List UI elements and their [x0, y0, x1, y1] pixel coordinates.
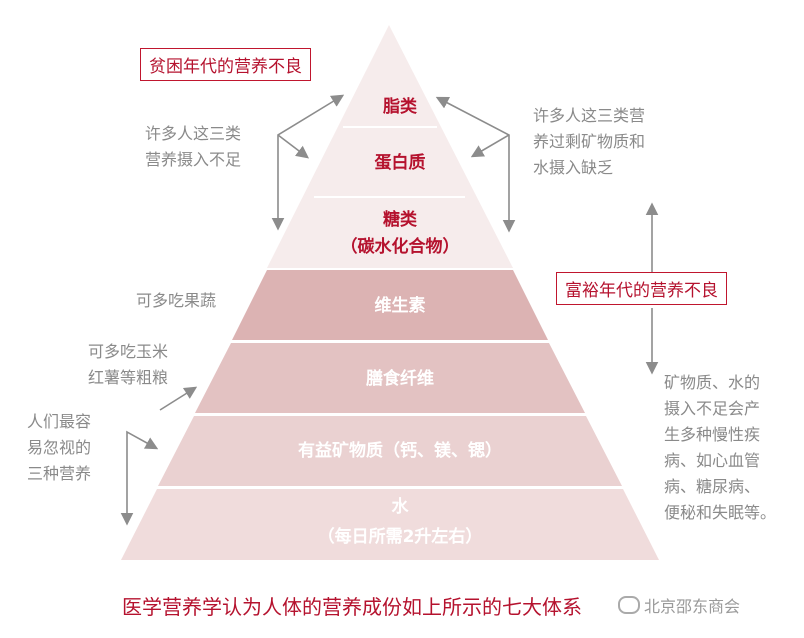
pyramid-band-fiber	[195, 343, 585, 413]
grain-note: 可多吃玉米 红薯等粗粮	[88, 339, 168, 391]
layer-sublabel-water-amount: （每日所需2升左右）	[317, 527, 483, 547]
mineral-note-line: 摄入不足会产	[664, 399, 761, 418]
neglect-bracket	[120, 430, 159, 526]
mineral-note-line: 矿物质、水的	[664, 373, 761, 392]
grain-note-line: 红薯等粗粮	[88, 368, 169, 387]
mineral-note-line: 病、糖尿病、	[664, 477, 761, 496]
neglect-note-line: 三种营养	[27, 464, 92, 483]
watermark-text: 北京邵东商会	[644, 597, 741, 616]
layer-label-water: 水	[391, 497, 409, 517]
pyramid-band-vitamins	[232, 270, 548, 340]
layer-label-sugar: 糖类	[383, 210, 417, 230]
poverty-note: 许多人这三类 营养摄入不足	[145, 121, 241, 173]
neglect-note: 人们最容 易忽视的 三种营养	[27, 409, 91, 487]
pyramid-band-minerals	[158, 416, 622, 486]
fruit-note: 可多吃果蔬	[136, 291, 217, 310]
poverty-note-line: 营养摄入不足	[145, 150, 242, 169]
layer-sublabel-carbohydrate: （碳水化合物）	[340, 237, 460, 257]
layer-label-minerals: 有益矿物质（钙、镁、锶）	[298, 441, 502, 461]
left-bracket-arrow	[277, 134, 310, 159]
layer-label-fat: 脂类	[383, 97, 417, 117]
grain-note-line: 可多吃玉米	[88, 342, 169, 361]
grain-arrow	[159, 386, 198, 411]
layer-label-vitamins: 维生素	[374, 296, 426, 316]
neglect-note-line: 人们最容	[27, 412, 92, 431]
wealth-note-line: 水摄入缺乏	[533, 158, 614, 177]
mineral-note-line: 生多种慢性疾	[664, 425, 761, 444]
poverty-note-line: 许多人这三类	[145, 124, 242, 143]
neglect-note-line: 易忽视的	[27, 438, 92, 457]
mineral-note-line: 病、如心血管	[664, 451, 761, 470]
wechat-icon	[618, 596, 640, 614]
right-bracket-arrow	[470, 134, 510, 158]
wealth-note: 许多人这三类营 养过剩矿物质和 水摄入缺乏	[533, 103, 645, 181]
layer-label-protein: 蛋白质	[374, 153, 426, 173]
figure-caption: 医学营养学认为人体的营养成份如上所示的七大体系	[122, 595, 582, 619]
wealth-note-line: 养过剩矿物质和	[533, 132, 646, 151]
pyramid-band-water	[121, 489, 659, 560]
wealth-title-box: 富裕年代的营养不良	[556, 272, 727, 305]
watermark: 北京邵东商会	[618, 593, 740, 617]
poverty-title-box: 贫困年代的营养不良	[140, 48, 311, 81]
mineral-note: 矿物质、水的 摄入不足会产 生多种慢性疾 病、如心血管 病、糖尿病、 便秘和失眠…	[664, 370, 776, 526]
mineral-note-line: 便秘和失眠等。	[664, 503, 777, 522]
wealth-note-line: 许多人这三类营	[533, 106, 646, 125]
layer-label-fiber: 膳食纤维	[366, 369, 434, 389]
